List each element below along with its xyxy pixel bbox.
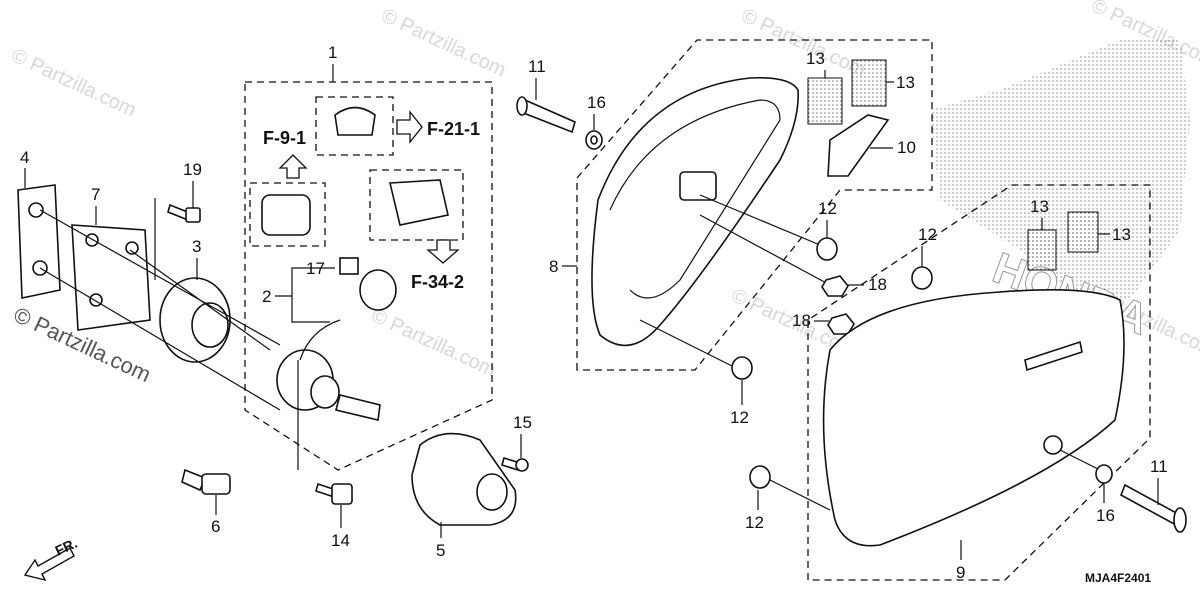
- callout-label: 13: [1112, 225, 1131, 244]
- leader-line: [769, 449, 1101, 511]
- part-16-washer-hole: [590, 135, 598, 145]
- watermark-text: © Partzilla.com: [368, 305, 499, 382]
- callout-label: 10: [897, 138, 916, 157]
- part-2-ignition-switch: [276, 269, 397, 421]
- callout-label: 6: [211, 517, 220, 536]
- arrow-right-icon: [396, 110, 423, 144]
- pad-10: [827, 114, 890, 177]
- callout-label: 12: [918, 225, 937, 244]
- callout-label: 19: [183, 160, 202, 179]
- part-4-bracket: [17, 184, 61, 299]
- watermark-text: © Partzilla.com: [378, 5, 509, 82]
- part-11-bolt-left: [516, 96, 576, 134]
- callout-label: 11: [1150, 457, 1168, 476]
- part-5-cover: [411, 432, 517, 526]
- diagram-code: MJA4F2401: [1085, 571, 1151, 585]
- leader-lines-left: [39, 209, 281, 411]
- callout-label: 13: [1030, 197, 1049, 216]
- grommet-12: [731, 237, 933, 489]
- kit-inner-parts: [249, 96, 464, 247]
- part-9-side-cover: [822, 288, 1125, 547]
- part-6-key: [181, 468, 231, 495]
- part-11-bolt-right: [1119, 483, 1187, 533]
- callout-label: 3: [192, 237, 201, 256]
- reference-f-34-2: F-34-2: [411, 272, 464, 292]
- part-17-clip: [339, 257, 359, 275]
- callout-label: 18: [792, 311, 811, 330]
- part-14-bolt: [315, 482, 353, 505]
- callout-label: 14: [331, 531, 350, 550]
- arrow-up-icon: [278, 154, 308, 179]
- callout-label: 8: [549, 257, 558, 276]
- part-16-washer-right: [1095, 464, 1113, 484]
- watermark-text: © Partzilla.com: [8, 45, 139, 122]
- callout-label: 16: [587, 93, 606, 112]
- callout-label: 12: [745, 513, 764, 532]
- callout-label: 7: [91, 185, 100, 204]
- callout-label: 12: [730, 408, 749, 427]
- callout-label: 13: [896, 73, 915, 92]
- callout-label: 13: [806, 49, 825, 68]
- watermark-text: © Partzilla.com: [738, 5, 869, 82]
- arrow-down-icon: [426, 239, 460, 264]
- cover-9-box: [807, 184, 1151, 581]
- part-3-lock-base: [159, 277, 231, 363]
- callout-label: 16: [1096, 506, 1115, 525]
- callout-label: 15: [513, 413, 532, 432]
- callout-label: 11: [528, 57, 546, 76]
- reference-f-21-1: F-21-1: [427, 119, 480, 139]
- nut-18: [821, 275, 855, 335]
- direction-label: FR.: [53, 535, 80, 559]
- reflector-13: [807, 59, 1099, 271]
- callout-label: 4: [20, 148, 29, 167]
- callout-label: 1: [328, 43, 337, 62]
- callout-label: 9: [956, 563, 965, 582]
- callout-label: 12: [818, 199, 837, 218]
- kit-box-outline: [244, 81, 493, 471]
- front-direction-arrow: FR.: [23, 535, 80, 582]
- leader-lines-right: [639, 194, 831, 371]
- part-7-plate: [71, 224, 151, 331]
- callout-label: 17: [306, 259, 325, 278]
- reference-f-9-1: F-9-1: [263, 128, 306, 148]
- part-19-bolt: [167, 203, 201, 223]
- callout-label: 2: [262, 287, 271, 306]
- callout-group: 1 2 3 4 5 6 7 8 9 10 11 11 12 12 12 12 1…: [20, 43, 1168, 582]
- cover-8-box: [576, 39, 933, 371]
- part-8-side-cover: [591, 76, 799, 347]
- callout-label: 5: [436, 541, 445, 560]
- callout-label: 18: [868, 275, 887, 294]
- part-15-screw: [501, 456, 529, 472]
